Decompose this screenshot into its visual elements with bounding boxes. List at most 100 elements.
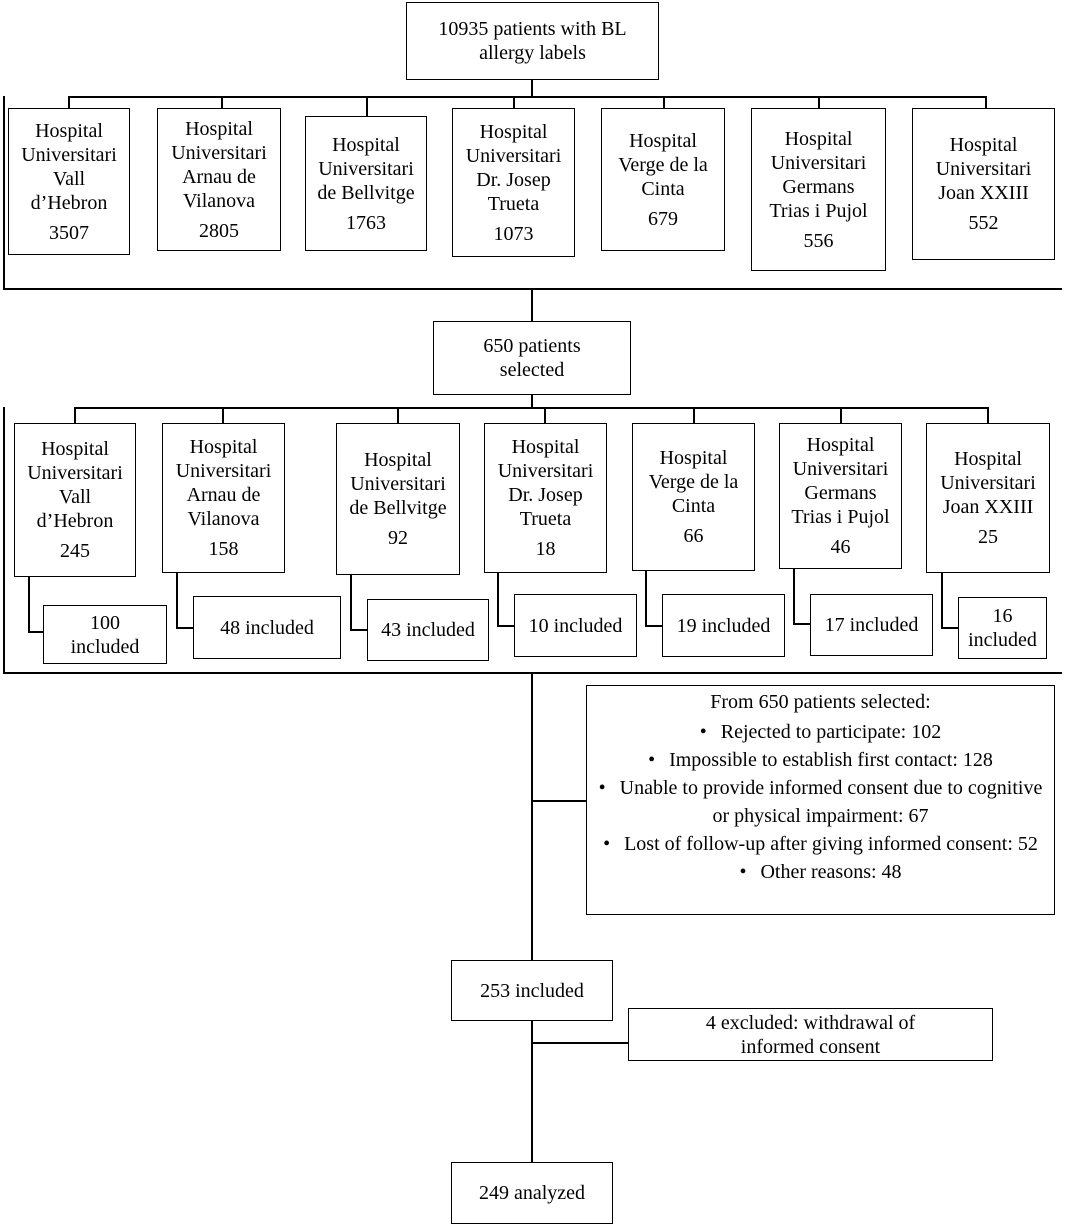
- hospital-selected-box-4: Hospital Universitari Dr. Josep Trueta 1…: [484, 423, 607, 573]
- excluded-label: 4 excluded: withdrawal of informed conse…: [705, 1011, 916, 1058]
- included-box-1: 100 included: [43, 605, 167, 664]
- hospital-selected-name-5: Hospital Verge de la Cinta: [648, 447, 739, 517]
- connector-trunk-upper: [531, 672, 533, 960]
- inc-connector-h-4: [497, 625, 515, 627]
- reason-item-1: •Rejected to participate: 102: [699, 721, 942, 743]
- hospital-all-count-5: 679: [648, 207, 678, 230]
- included-label-3: 43 included: [381, 619, 475, 641]
- hospital-selected-name-3: Hospital Universitari de Bellvitge: [349, 449, 447, 519]
- total-included-label: 253 included: [480, 979, 584, 1002]
- included-label-6: 17 included: [824, 614, 919, 636]
- inc-connector-v-2: [176, 572, 178, 628]
- connector-row2-drop-5: [693, 407, 695, 423]
- hospital-selected-count-4: 18: [535, 538, 556, 560]
- reason-item-4: •Lost of follow-up after giving informed…: [603, 833, 1038, 855]
- included-label-7: 16 included: [968, 605, 1037, 651]
- selected-patients-label: 650 patients selected: [483, 335, 581, 381]
- connector-row1-drop-2: [221, 96, 223, 108]
- hospital-all-count-7: 552: [968, 212, 999, 234]
- connector-row1-drop-3: [366, 96, 368, 116]
- hospital-selected-box-2: Hospital Universitari Arnau de Vilanova …: [162, 423, 285, 573]
- included-label-5: 19 included: [676, 614, 771, 637]
- inc-connector-h-7: [941, 627, 959, 629]
- hospital-all-box-4: Hospital Universitari Dr. Josep Trueta 1…: [452, 108, 575, 257]
- selected-patients-box: 650 patients selected: [433, 321, 631, 395]
- inc-connector-v-3: [350, 574, 352, 630]
- hospital-all-name-7: Hospital Universitari Joan XXIII: [935, 134, 1032, 204]
- connector-row1-drop-7: [985, 96, 987, 108]
- inc-connector-h-2: [176, 627, 194, 629]
- analyzed-box: 249 analyzed: [451, 1162, 613, 1224]
- hospital-all-name-1: Hospital Universitari Vall d’Hebron: [21, 119, 117, 214]
- inc-connector-v-6: [793, 568, 795, 624]
- hospital-all-name-5: Hospital Verge de la Cinta: [618, 129, 708, 200]
- hospital-all-count-3: 1763: [346, 211, 386, 234]
- connector-row2-drop-2: [222, 407, 224, 423]
- exclusion-reasons-list: •Rejected to participate: 102 •Impossibl…: [587, 718, 1054, 886]
- inc-connector-h-3: [350, 629, 368, 631]
- exclusion-reasons-title: From 650 patients selected:: [710, 691, 931, 713]
- total-included-box: 253 included: [451, 960, 613, 1021]
- hospital-all-name-3: Hospital Universitari de Bellvitge: [317, 133, 415, 204]
- hospital-all-box-3: Hospital Universitari de Bellvitge 1763: [305, 116, 427, 251]
- connector-row2-drop-1: [74, 407, 76, 423]
- connector-to-reasons: [531, 800, 587, 802]
- hospital-all-box-2: Hospital Universitari Arnau de Vilanova …: [157, 108, 281, 251]
- analyzed-label: 249 analyzed: [478, 1182, 586, 1204]
- connector-row1-bar: [68, 96, 986, 98]
- inc-connector-v-1: [28, 576, 30, 632]
- connector-to-excluded: [531, 1042, 629, 1044]
- reason-text-2: Impossible to establish first contact: 1…: [669, 749, 993, 771]
- connector-row2-drop-6: [840, 407, 842, 423]
- reason-item-3: •Unable to provide informed consent due …: [598, 777, 1043, 827]
- connector-trunk-lower: [531, 1020, 533, 1162]
- hospital-selected-box-7: Hospital Universitari Joan XXIII 25: [926, 423, 1050, 573]
- hospital-all-count-6: 556: [803, 229, 834, 252]
- included-box-2: 48 included: [193, 596, 341, 659]
- hospital-selected-count-6: 46: [830, 536, 851, 558]
- included-box-7: 16 included: [958, 597, 1047, 659]
- hospital-all-name-4: Hospital Universitari Dr. Josep Trueta: [465, 120, 562, 215]
- exclusion-reasons-box: From 650 patients selected: •Rejected to…: [586, 685, 1055, 915]
- connector-selected-down: [531, 394, 533, 408]
- hospital-selected-box-5: Hospital Verge de la Cinta 66: [632, 423, 755, 571]
- connector-top-down: [531, 79, 533, 97]
- included-label-4: 10 included: [528, 614, 623, 637]
- included-box-4: 10 included: [514, 594, 637, 657]
- connector-row1-drop-4: [513, 96, 515, 108]
- connector-row1-drop-1: [68, 96, 70, 108]
- hospital-all-count-1: 3507: [49, 221, 89, 244]
- hospital-selected-count-2: 158: [208, 538, 239, 560]
- hospital-selected-name-4: Hospital Universitari Dr. Josep Trueta: [497, 436, 594, 530]
- inc-connector-v-7: [941, 572, 943, 628]
- hospital-selected-name-1: Hospital Universitari Vall d’Hebron: [27, 438, 123, 532]
- connector-row1-drop-6: [818, 96, 820, 108]
- included-box-6: 17 included: [810, 594, 933, 656]
- inc-connector-v-5: [645, 570, 647, 626]
- included-label-2: 48 included: [220, 616, 314, 639]
- connector-row1-drop-5: [663, 96, 665, 108]
- excluded-box: 4 excluded: withdrawal of informed conse…: [628, 1008, 993, 1061]
- section2-left-bracket: [3, 407, 5, 673]
- hospital-all-box-5: Hospital Verge de la Cinta 679: [601, 108, 725, 251]
- inc-connector-h-6: [793, 623, 811, 625]
- hospital-all-name-2: Hospital Universitari Arnau de Vilanova: [171, 117, 267, 212]
- hospital-selected-count-3: 92: [388, 527, 408, 549]
- top-patients-box: 10935 patients with BL allergy labels: [406, 2, 659, 80]
- hospital-selected-box-3: Hospital Universitari de Bellvitge 92: [336, 423, 460, 575]
- section1-left-bracket: [3, 96, 5, 289]
- hospital-all-count-4: 1073: [493, 222, 534, 245]
- hospital-selected-name-6: Hospital Universitari Germans Trias i Pu…: [791, 434, 890, 528]
- hospital-selected-box-6: Hospital Universitari Germans Trias i Pu…: [779, 423, 902, 569]
- hospital-selected-box-1: Hospital Universitari Vall d’Hebron 245: [14, 423, 136, 577]
- connector-row2-drop-7: [987, 407, 989, 423]
- reason-item-2: •Impossible to establish first contact: …: [648, 749, 993, 771]
- connector-row2-drop-4: [544, 407, 546, 423]
- hospital-all-count-2: 2805: [199, 219, 239, 242]
- included-box-3: 43 included: [367, 599, 489, 661]
- included-box-5: 19 included: [662, 594, 785, 657]
- included-label-1: 100 included: [70, 611, 140, 658]
- reason-text-3: Unable to provide informed consent due t…: [619, 777, 1043, 827]
- connector-row2-bar: [74, 407, 988, 409]
- hospital-selected-name-7: Hospital Universitari Joan XXIII: [940, 448, 1036, 518]
